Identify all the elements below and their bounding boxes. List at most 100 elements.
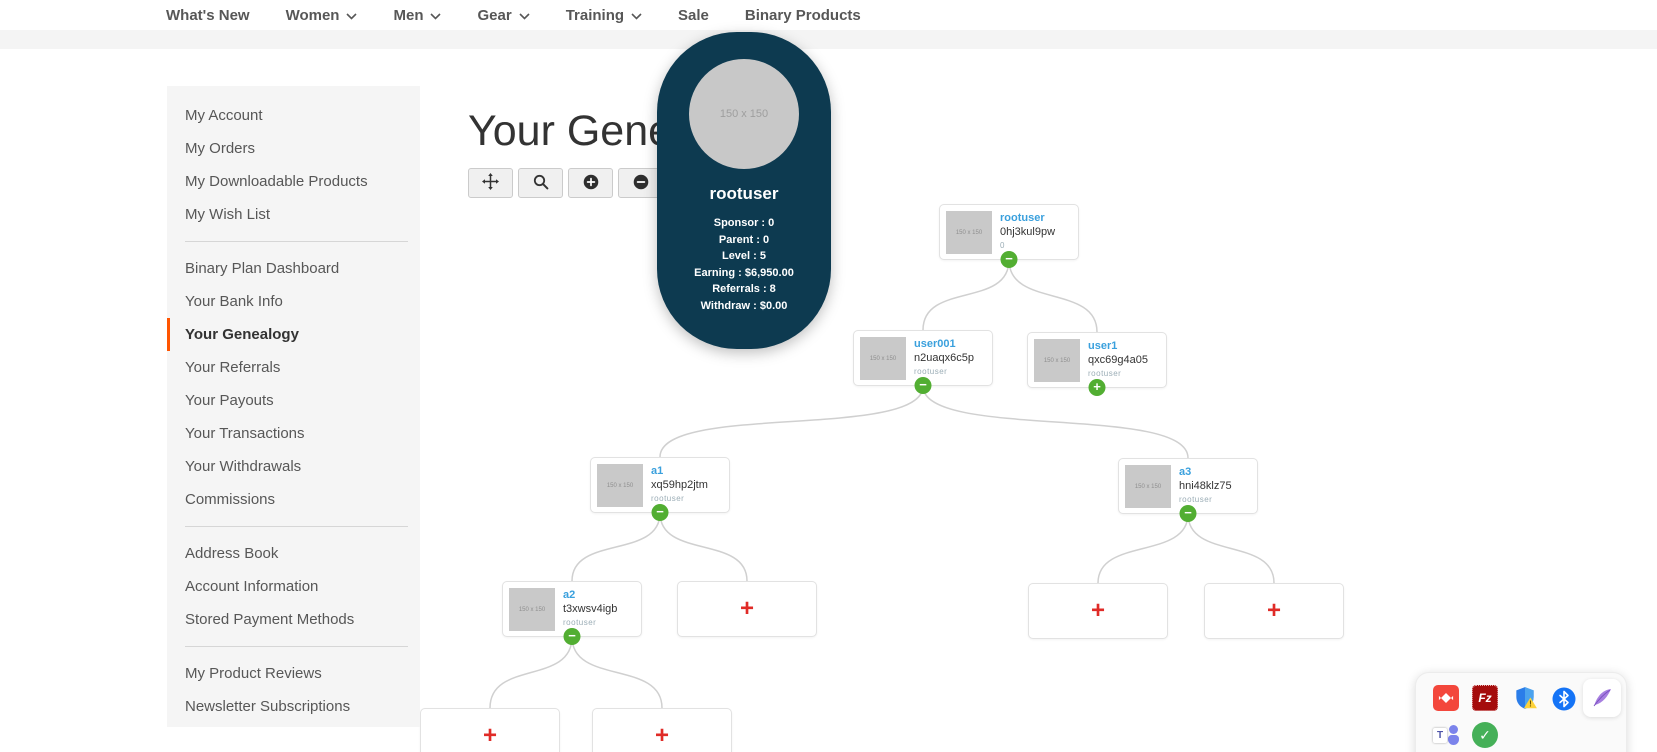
node-username-link[interactable]: user1 [1088, 340, 1118, 352]
stat-sponsor: Sponsor : 0 [713, 217, 775, 229]
avatar-placeholder: 150 x 150 [509, 588, 555, 631]
node-username-link[interactable]: user001 [914, 338, 956, 350]
avatar-placeholder: 150 x 150 [860, 337, 906, 380]
chevron-down-icon [519, 11, 530, 20]
collapse-toggle-icon[interactable]: − [914, 377, 932, 394]
sidebar-divider [185, 646, 408, 647]
nav-item-gear[interactable]: Gear [477, 7, 530, 24]
empty-slot-node[interactable]: + [420, 708, 560, 752]
tooltip-avatar-placeholder: 150 x 150 [689, 59, 799, 169]
stat-withdraw: Withdraw : $0.00 [700, 299, 788, 312]
node-sponsor: rootuser [914, 367, 948, 376]
add-member-plus-icon: + [739, 595, 754, 622]
collapse-toggle-icon[interactable]: − [651, 504, 669, 521]
node-sponsor: rootuser [1088, 369, 1122, 378]
node-sponsor: rootuser [651, 494, 685, 503]
sidebar-item-stored-payment-methods[interactable]: Stored Payment Methods [185, 611, 355, 628]
member-detail-tooltip: 150 x 150 rootuser Sponsor : 0 Parent : … [657, 32, 831, 349]
red-diamond-app-icon[interactable] [1433, 685, 1459, 711]
security-shield-warning-icon[interactable]: ! [1512, 685, 1538, 711]
node-code: n2uaqx6c5p [914, 352, 974, 364]
node-username-link[interactable]: a1 [651, 465, 664, 477]
sidebar-item-my-wish-list[interactable]: My Wish List [185, 206, 271, 223]
chevron-down-icon [346, 11, 358, 20]
nav-item-women[interactable]: Women [286, 7, 358, 24]
plus-circle-icon [583, 174, 599, 193]
page-background-band [0, 30, 1657, 49]
nav-item-binary-products[interactable]: Binary Products [744, 6, 861, 24]
magnifier-icon [533, 174, 549, 193]
tree-node-user1[interactable]: 150 x 150 user1 qxc69g4a05 rootuser + [1027, 332, 1167, 396]
feather-pen-icon[interactable] [1583, 679, 1621, 717]
nav-item-sale[interactable]: Sale [678, 6, 709, 24]
node-code: 0hj3kul9pw [1000, 226, 1056, 238]
tree-node-user001[interactable]: 150 x 150 user001 n2uaqx6c5p rootuser − [853, 330, 993, 394]
account-sidebar: My Account My Orders My Downloadable Pro… [167, 86, 420, 727]
sidebar-item-binary-plan-dashboard[interactable]: Binary Plan Dashboard [185, 260, 340, 277]
sidebar-item-account-information[interactable]: Account Information [185, 578, 319, 595]
sidebar-item-commissions[interactable]: Commissions [185, 491, 276, 508]
top-navigation: What's New Women Men Gear Training Sale … [0, 0, 1657, 30]
node-code: t3xwsv4igb [563, 603, 618, 615]
sidebar-item-address-book[interactable]: Address Book [185, 545, 279, 562]
sidebar-item-my-orders[interactable]: My Orders [185, 140, 256, 157]
teams-icon[interactable]: T [1433, 722, 1459, 748]
sidebar-item-your-bank-info[interactable]: Your Bank Info [185, 293, 283, 310]
collapse-toggle-icon[interactable]: − [1179, 505, 1197, 522]
collapse-toggle-icon[interactable]: − [563, 628, 581, 645]
tooltip-stats: Sponsor : 0 Parent : 0 Level : 5 Earning… [657, 215, 831, 314]
sidebar-item-newsletter-subscriptions[interactable]: Newsletter Subscriptions [185, 698, 351, 715]
node-code: qxc69g4a05 [1088, 354, 1148, 366]
sidebar-item-my-account[interactable]: My Account [185, 107, 263, 124]
sidebar-divider [185, 526, 408, 527]
empty-slot-node[interactable]: + [1028, 583, 1168, 639]
node-username-link[interactable]: a3 [1179, 466, 1192, 478]
tree-node-a3[interactable]: 150 x 150 a3 hni48klz75 rootuser − [1118, 458, 1258, 522]
avatar-placeholder: 150 x 150 [597, 464, 643, 507]
empty-slot-node[interactable]: + [677, 581, 817, 637]
zoom-out-button[interactable] [618, 168, 663, 198]
empty-slot-node[interactable]: + [1204, 583, 1344, 639]
filezilla-icon[interactable]: Fz [1472, 685, 1498, 711]
check-status-icon[interactable]: ✓ [1472, 722, 1498, 748]
pan-button[interactable] [468, 168, 513, 198]
node-sponsor: rootuser [1179, 495, 1213, 504]
sidebar-item-your-withdrawals[interactable]: Your Withdrawals [185, 458, 302, 475]
node-sponsor: 0 [1000, 241, 1005, 250]
add-member-plus-icon: + [482, 722, 497, 749]
nav-item-training[interactable]: Training [566, 7, 642, 24]
tree-node-rootuser[interactable]: 150 x 150 rootuser 0hj3kul9pw 0 − [939, 204, 1079, 268]
node-sponsor: rootuser [563, 618, 597, 627]
stat-parent: Parent : 0 [718, 233, 770, 246]
sidebar-item-your-referrals[interactable]: Your Referrals [185, 359, 281, 376]
empty-slot-node[interactable]: + [592, 708, 732, 752]
node-username-link[interactable]: a2 [563, 589, 576, 601]
node-username-link[interactable]: rootuser [1000, 212, 1045, 224]
nav-item-men[interactable]: Men [393, 7, 442, 24]
zoom-in-button[interactable] [568, 168, 613, 198]
tooltip-username: rootuser [709, 184, 779, 203]
expand-toggle-icon[interactable]: + [1088, 379, 1106, 396]
sidebar-item-your-transactions[interactable]: Your Transactions [185, 425, 305, 442]
sidebar-item-my-product-reviews[interactable]: My Product Reviews [185, 665, 322, 682]
sidebar-item-your-payouts[interactable]: Your Payouts [185, 392, 274, 409]
zoom-search-button[interactable] [518, 168, 563, 198]
floating-app-tray: Fz ! T ✓ [1415, 672, 1627, 752]
nav-item-whats-new[interactable]: What's New [166, 6, 250, 24]
chevron-down-icon [631, 11, 642, 20]
sidebar-item-your-genealogy[interactable]: Your Genealogy [167, 318, 420, 351]
avatar-placeholder: 150 x 150 [1125, 465, 1171, 508]
add-member-plus-icon: + [1266, 597, 1281, 624]
stat-level: Level : 5 [721, 250, 767, 262]
add-member-plus-icon: + [1090, 597, 1105, 624]
move-arrows-icon [482, 173, 499, 193]
sidebar-item-my-downloadable-products[interactable]: My Downloadable Products [185, 173, 368, 190]
stat-earning: Earning : $6,950.00 [694, 266, 794, 279]
collapse-toggle-icon[interactable]: − [1000, 251, 1018, 268]
sidebar-divider [185, 241, 408, 242]
tree-node-a2[interactable]: 150 x 150 a2 t3xwsv4igb rootuser − [502, 581, 642, 645]
tree-node-a1[interactable]: 150 x 150 a1 xq59hp2jtm rootuser − [590, 457, 730, 521]
bluetooth-icon[interactable] [1551, 686, 1577, 712]
